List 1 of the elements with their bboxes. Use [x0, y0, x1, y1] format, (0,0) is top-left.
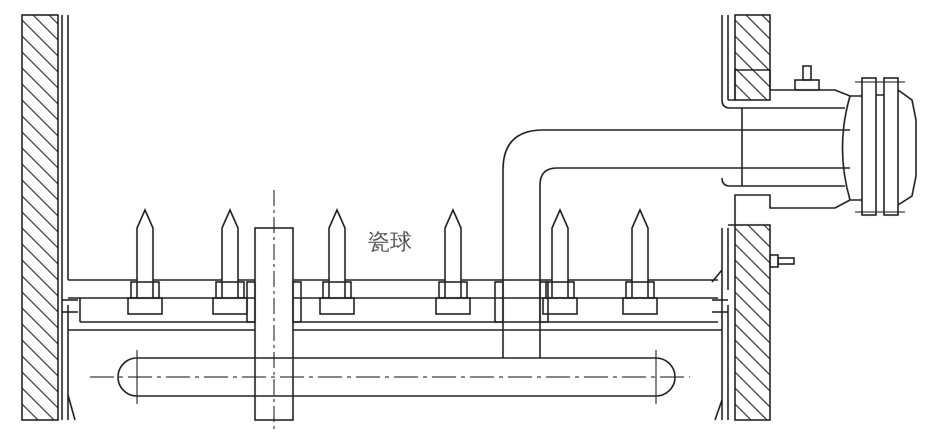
part-label: 瓷球 [368, 232, 412, 254]
